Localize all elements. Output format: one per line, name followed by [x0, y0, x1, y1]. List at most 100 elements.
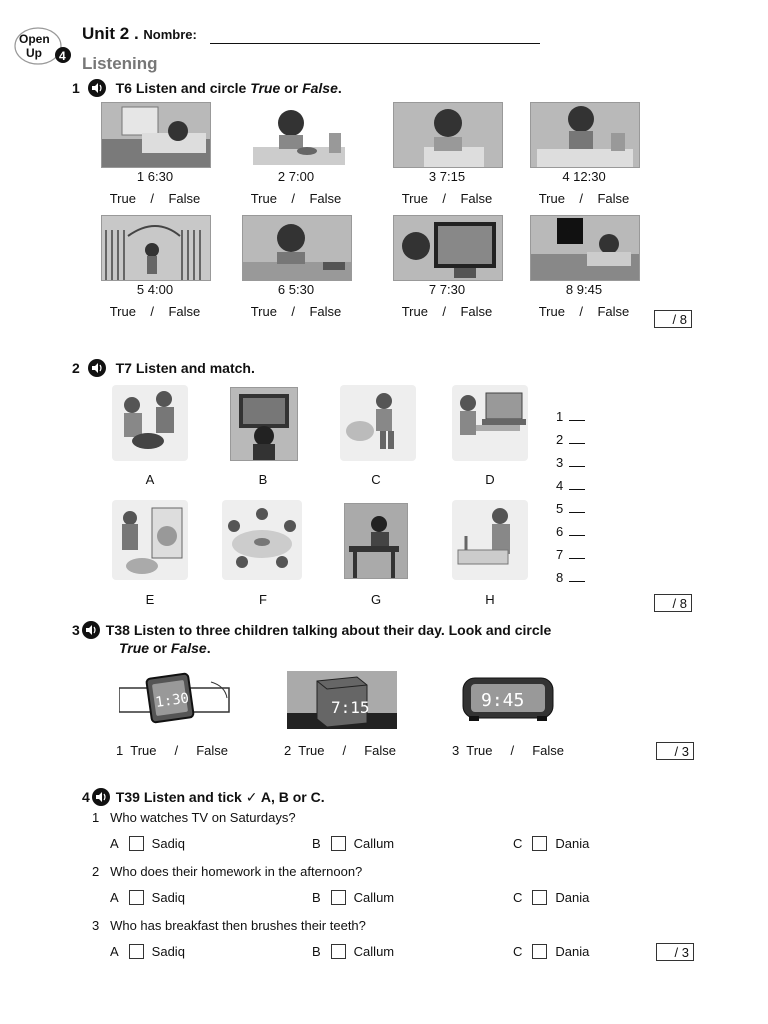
- q2-match-5[interactable]: 5: [556, 501, 586, 516]
- q1-item-2-true-false[interactable]: True / False: [250, 191, 342, 206]
- q1-score-box: / 8: [654, 310, 692, 328]
- audio-speaker-icon[interactable]: [87, 79, 106, 97]
- q2-match-1[interactable]: 1: [556, 409, 586, 424]
- q2-score-box: / 8: [654, 594, 692, 612]
- q4-question-2: 2 Who does their homework in the afterno…: [92, 864, 362, 879]
- q2-match-6[interactable]: 6: [556, 524, 586, 539]
- nombre-label: Nombre:: [143, 27, 197, 42]
- q2-letter-e: E: [145, 592, 155, 607]
- q2-answer-blank[interactable]: [569, 512, 586, 513]
- q4-text-after: A, B or C.: [257, 789, 325, 805]
- option-letter: A: [110, 890, 119, 905]
- audio-speaker-icon[interactable]: [91, 788, 110, 806]
- q4-question-1-text: Who watches TV on Saturdays?: [110, 810, 296, 825]
- option-letter: B: [312, 944, 321, 959]
- q2-answer-blank[interactable]: [569, 489, 586, 490]
- q1-item-4-label: 4 12:30: [562, 169, 606, 184]
- q2-answer-blank[interactable]: [569, 466, 586, 467]
- q3-item-2[interactable]: 2 True / False: [284, 743, 396, 758]
- q2-match-8[interactable]: 8: [556, 570, 586, 585]
- q2-number: 2: [72, 360, 80, 376]
- q3-text-line1: Listen to three children talking about t…: [133, 622, 552, 638]
- audio-speaker-icon[interactable]: [87, 359, 106, 377]
- q3-item-2-true-false[interactable]: True / False: [298, 743, 397, 758]
- q2-letter-d: D: [485, 472, 495, 487]
- q3-item-1[interactable]: 1 True / False: [116, 743, 228, 758]
- q4-question-3: 3 Who has breakfast then brushes their t…: [92, 918, 366, 933]
- q2-match-4[interactable]: 4: [556, 478, 586, 493]
- option-name: Dania: [555, 890, 590, 905]
- checkbox[interactable]: [532, 944, 548, 959]
- q2-answer-blank[interactable]: [569, 535, 586, 536]
- q4-track: T39: [115, 789, 140, 805]
- q2-match-2[interactable]: 2: [556, 432, 586, 447]
- q1-item-4-true-false[interactable]: True / False: [538, 191, 630, 206]
- q3-clock-1-display: 1:30: [154, 690, 190, 711]
- checkbox[interactable]: [330, 944, 346, 959]
- q1-item-2-label: 2 7:00: [277, 169, 315, 184]
- q2-letter-h: H: [485, 592, 495, 607]
- q4-number: 4: [82, 789, 90, 805]
- checkbox[interactable]: [330, 836, 346, 851]
- q3-period: .: [206, 640, 211, 656]
- q2-picture-d-computer: [452, 385, 528, 461]
- q2-match-number: 3: [556, 455, 564, 470]
- q3-number: 3: [72, 622, 80, 638]
- open-up-logo: Open Up 4: [14, 26, 78, 66]
- q1-item-1-true-false[interactable]: True / False: [109, 191, 201, 206]
- section-title: Listening: [82, 54, 158, 73]
- q1-picture-6-homework: [242, 215, 352, 281]
- q1-item-6-true-false[interactable]: True / False: [250, 304, 342, 319]
- q2-match-number: 4: [556, 478, 564, 493]
- q1-track: T6: [115, 80, 132, 96]
- q2-answer-blank[interactable]: [569, 581, 586, 582]
- q3-watch-clock: 1:30: [118, 670, 231, 728]
- q1-item-7-true-false[interactable]: True / False: [401, 304, 493, 319]
- q2-letter-a: A: [145, 472, 155, 487]
- checkbox[interactable]: [532, 836, 548, 851]
- q1-item-3-true-false[interactable]: True / False: [401, 191, 493, 206]
- checkbox[interactable]: [128, 890, 144, 905]
- q2-match-number: 8: [556, 570, 564, 585]
- tick-icon: ✓: [245, 789, 258, 805]
- q2-answer-blank[interactable]: [569, 420, 586, 421]
- q2-picture-f-family-dinner: [222, 500, 302, 580]
- name-field[interactable]: [210, 43, 540, 44]
- q4-question-1: 1 Who watches TV on Saturdays?: [92, 810, 296, 825]
- checkbox[interactable]: [128, 836, 144, 851]
- audio-speaker-icon[interactable]: [81, 621, 100, 639]
- q1-false-word: False: [302, 80, 338, 96]
- q2-match-3[interactable]: 3: [556, 455, 586, 470]
- checkbox[interactable]: [128, 944, 144, 959]
- q2-picture-h-washing-dishes: [452, 500, 528, 580]
- q1-item-5-true-false[interactable]: True / False: [109, 304, 201, 319]
- option-letter: C: [513, 944, 523, 959]
- q1-item-5-label: 5 4:00: [136, 282, 174, 297]
- q1-picture-2-breakfast: [242, 102, 352, 168]
- q4-question-2-text: Who does their homework in the afternoon…: [110, 864, 363, 879]
- q3-item-3-true-false[interactable]: True / False: [466, 743, 565, 758]
- q2-match-7[interactable]: 7: [556, 547, 586, 562]
- q1-item-8-true-false[interactable]: True / False: [538, 304, 630, 319]
- q2-answer-blank[interactable]: [569, 443, 586, 444]
- q1-text: Listen and circle: [135, 80, 251, 96]
- q2-match-number: 2: [556, 432, 564, 447]
- q3-item-3[interactable]: 3 True / False: [452, 743, 564, 758]
- q2-answer-blank[interactable]: [569, 558, 586, 559]
- q3-score-box: / 3: [656, 742, 694, 760]
- q3-clock-2-display: 7:15: [331, 698, 370, 717]
- checkbox[interactable]: [532, 890, 548, 905]
- q3-item-1-true-false[interactable]: True / False: [130, 743, 229, 758]
- checkbox[interactable]: [330, 890, 346, 905]
